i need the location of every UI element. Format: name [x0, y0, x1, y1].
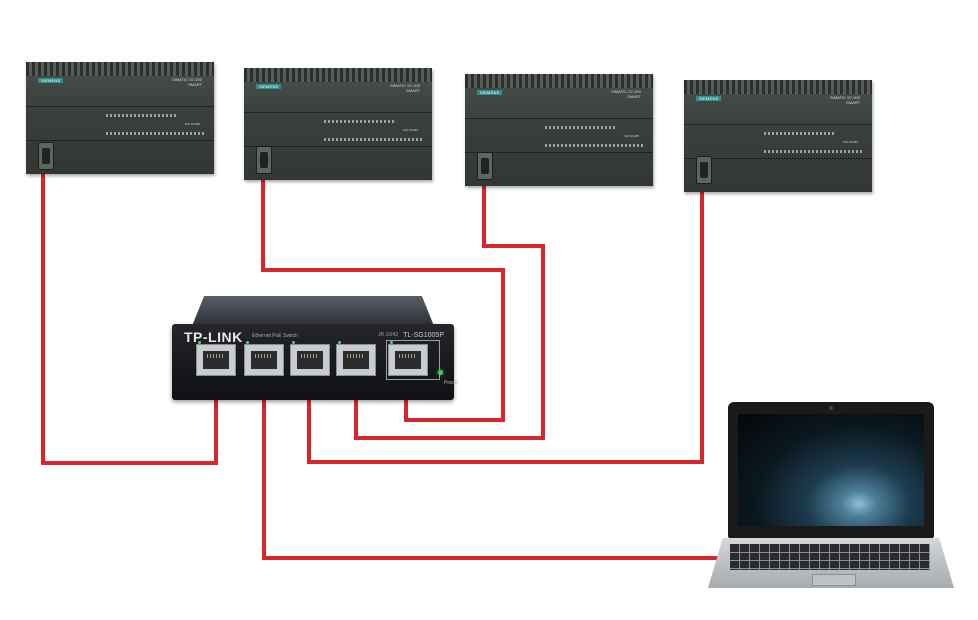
port-led: [246, 341, 249, 344]
plc-port-label: X20 RS485: [842, 140, 858, 144]
power-label: Power: [444, 380, 459, 386]
plc-brand: SIEMENS: [477, 90, 503, 95]
plc-port-label: X20 RS485: [623, 134, 639, 138]
plc-1: SIEMENS SIMATIC S7-200 SMART X20 RS485: [26, 62, 214, 174]
plc-serial-port[interactable]: [477, 152, 493, 180]
touchpad: [812, 574, 856, 586]
laptop-screen: [738, 414, 924, 526]
port-led: [390, 341, 393, 344]
switch-poe-label: JR 10/42: [378, 332, 399, 338]
plc-brand: SIEMENS: [256, 84, 282, 89]
switch-port-4[interactable]: [336, 341, 376, 376]
plc-port-label: X20 RS485: [402, 128, 418, 132]
keyboard: [730, 544, 930, 570]
plc-model: SIMATIC S7-200 SMART: [611, 89, 641, 99]
switch-model: TL-SG1005P: [403, 332, 444, 339]
switch-port-1[interactable]: [196, 341, 236, 376]
plc-brand: SIEMENS: [696, 96, 722, 101]
plc-4: SIEMENS SIMATIC S7-200 SMART X20 RS485: [684, 80, 872, 192]
cable-plc2-switch-port5: [261, 168, 505, 422]
port-5-group: [386, 340, 440, 380]
ethernet-switch: TP-LINK Ethernet PoE Switch JR 10/42 TL-…: [172, 296, 458, 400]
switch-port-5[interactable]: [388, 341, 428, 376]
switch-port-2[interactable]: [244, 341, 284, 376]
plc-2: SIEMENS SIMATIC S7-200 SMART X20 RS485: [244, 68, 432, 180]
switch-port-3[interactable]: [290, 341, 330, 376]
plc-serial-port[interactable]: [256, 146, 272, 174]
switch-subtitle: Ethernet PoE Switch: [252, 333, 298, 339]
port-led: [198, 341, 201, 344]
plc-3: SIEMENS SIMATIC S7-200 SMART X20 RS485: [465, 74, 653, 186]
plc-brand: SIEMENS: [38, 78, 64, 83]
cable-plc1-switch-port1: [41, 160, 218, 465]
laptop: [704, 402, 956, 592]
port-led: [338, 341, 341, 344]
port-led: [292, 341, 295, 344]
plc-serial-port[interactable]: [696, 156, 712, 184]
plc-model: SIMATIC S7-200 SMART: [830, 95, 860, 105]
power-led-icon: [438, 370, 443, 375]
switch-logo: TP-LINK: [184, 329, 243, 345]
cable-plc3-switch-port4: [354, 176, 545, 440]
plc-serial-port[interactable]: [38, 142, 54, 170]
plc-model: SIMATIC S7-200 SMART: [390, 83, 420, 93]
plc-port-label: X20 RS485: [184, 122, 200, 126]
cable-laptop-switch-port2: [262, 388, 722, 560]
cable-plc4-switch-port3: [307, 176, 704, 464]
webcam-icon: [829, 406, 833, 410]
plc-model: SIMATIC S7-200 SMART: [172, 77, 202, 87]
